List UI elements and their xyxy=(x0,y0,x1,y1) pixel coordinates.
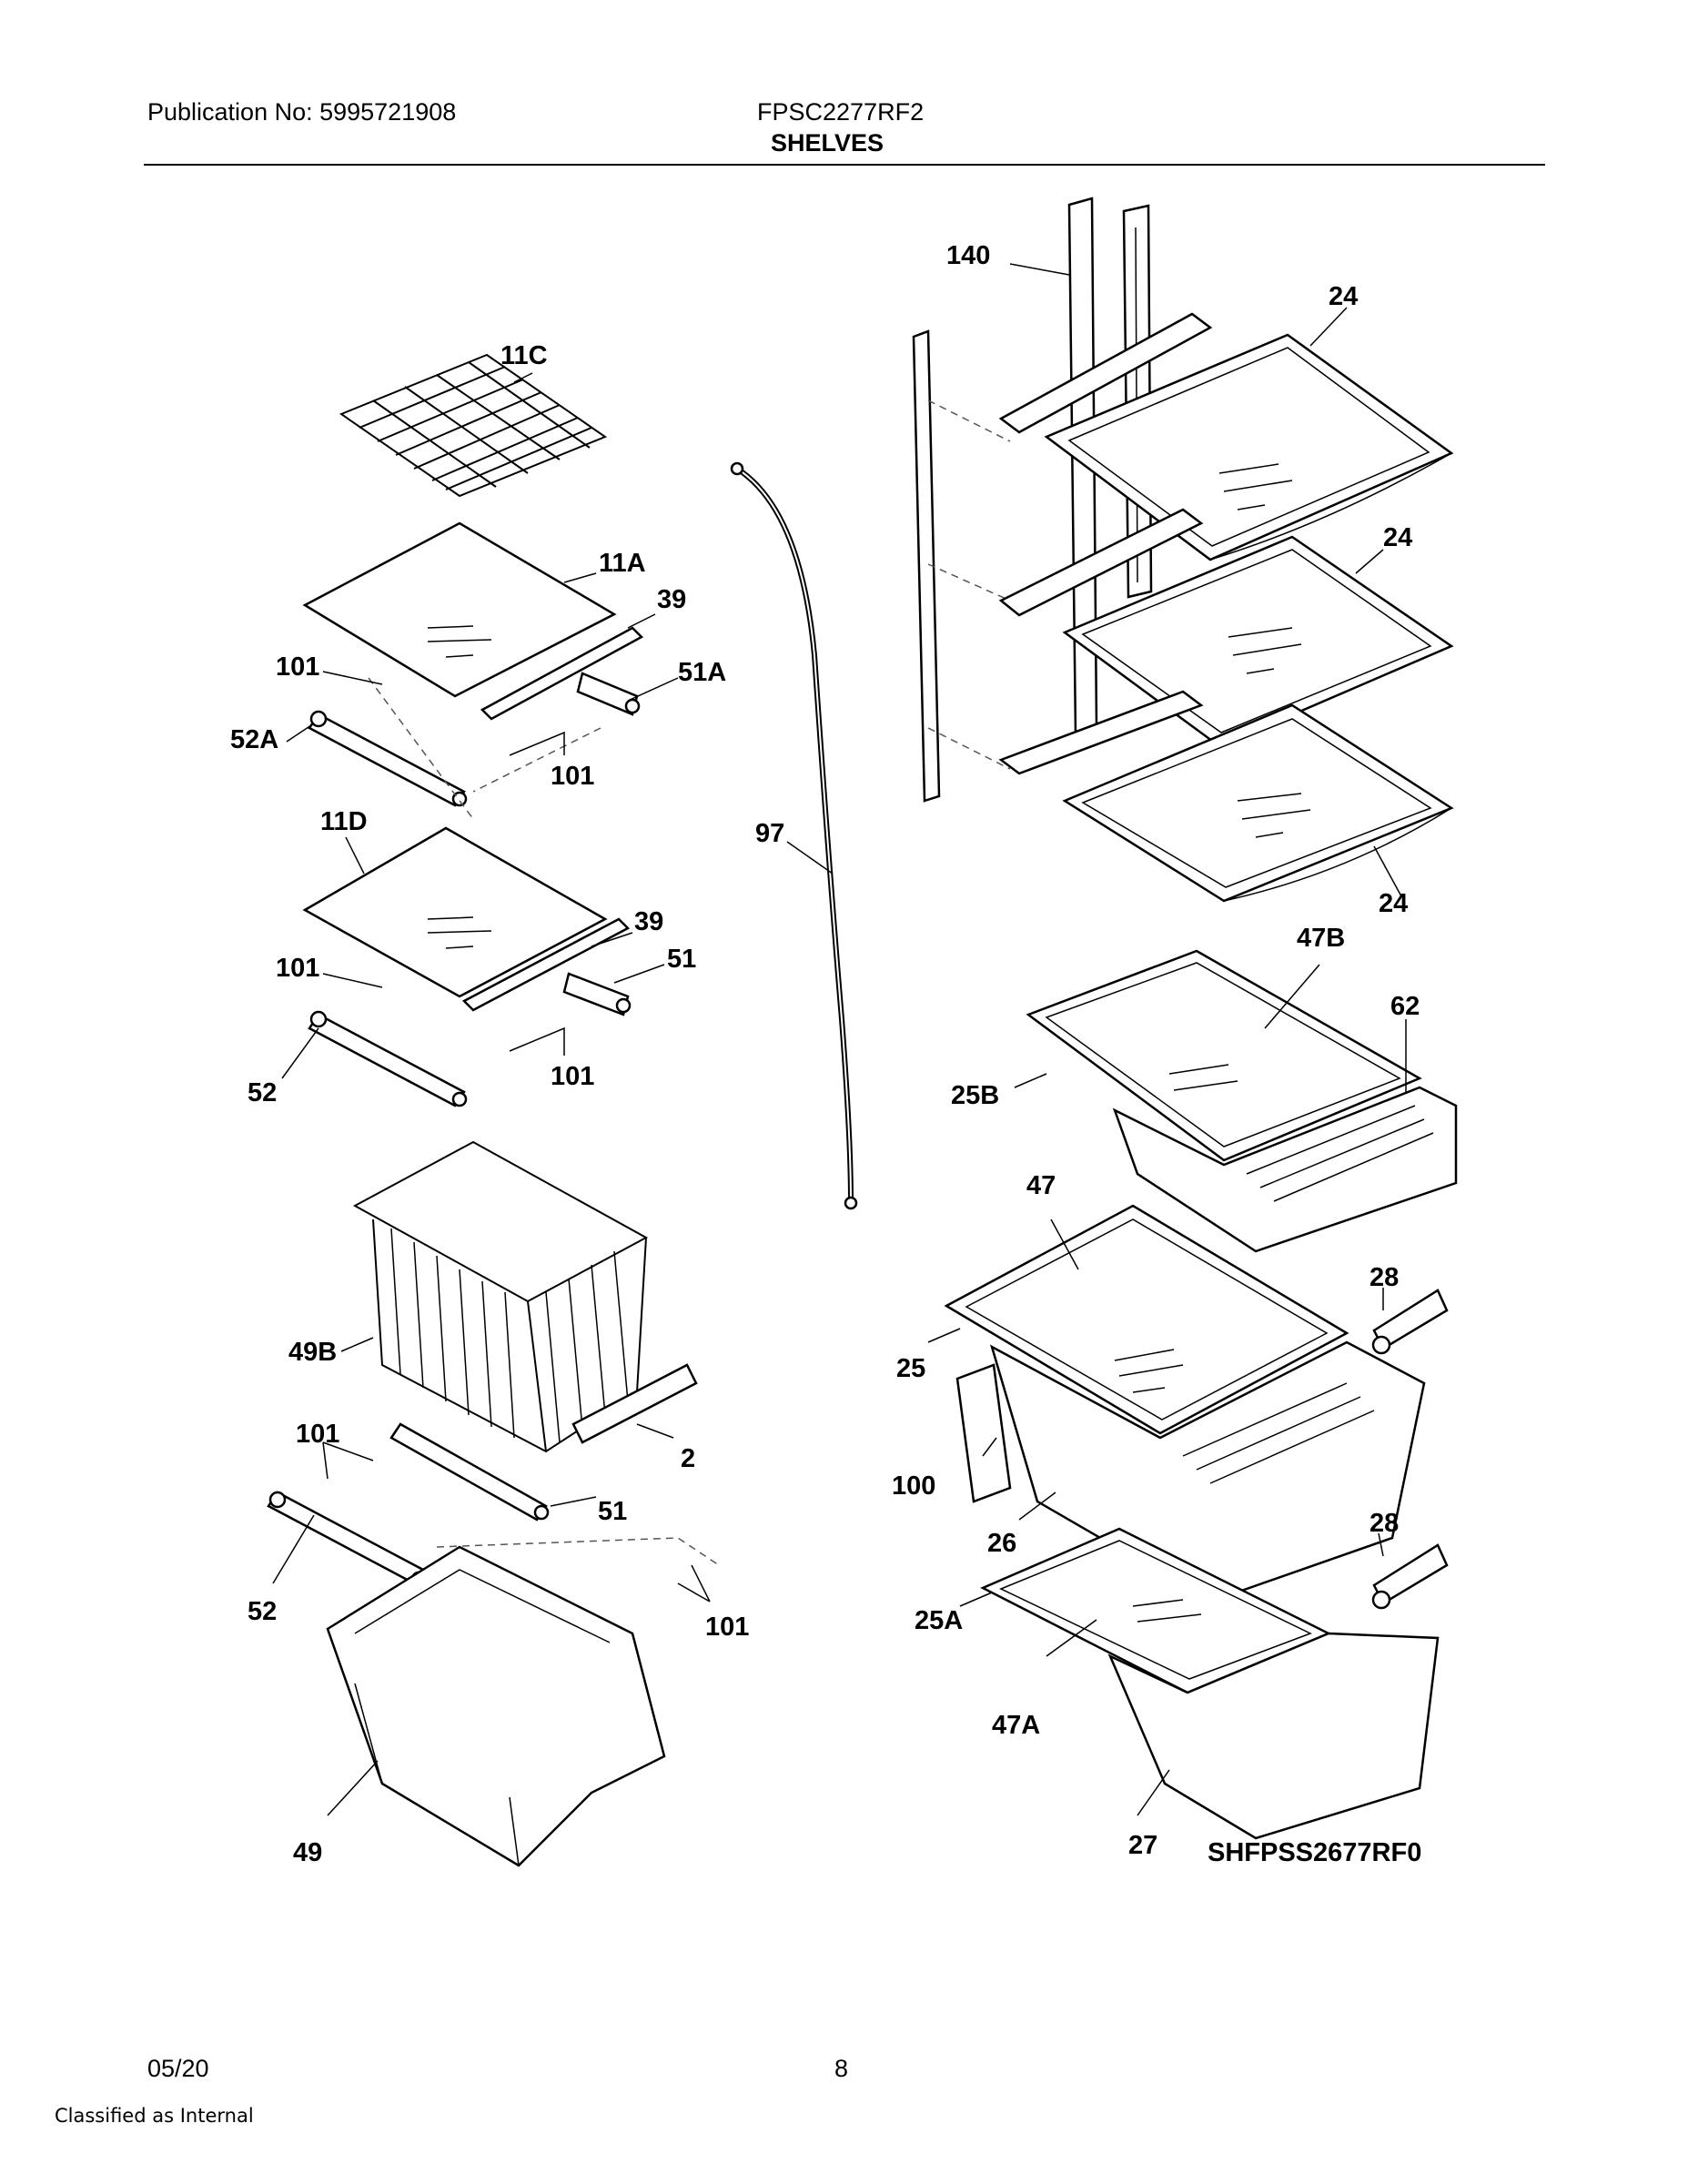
callout-24-b: 24 xyxy=(1383,523,1412,552)
callout-97: 97 xyxy=(755,819,784,848)
callout-101-d: 101 xyxy=(551,1062,594,1091)
callout-26: 26 xyxy=(987,1529,1016,1558)
callout-52-a: 52 xyxy=(248,1078,277,1107)
callout-101-e: 101 xyxy=(296,1420,339,1449)
callout-101-c: 101 xyxy=(276,954,319,983)
bracket-52-bottom xyxy=(267,1491,427,1587)
trim-39-top xyxy=(480,626,644,721)
callout-25: 25 xyxy=(896,1354,925,1383)
hinge-28-top xyxy=(1371,1289,1449,1355)
glass-shelf-11A xyxy=(302,521,617,698)
callout-100: 100 xyxy=(892,1471,935,1501)
callout-51-a: 51 xyxy=(667,945,696,974)
callout-2: 2 xyxy=(681,1444,695,1473)
shelf-24-bottom xyxy=(998,690,1454,903)
publication-number: Publication No: 5995721908 xyxy=(147,98,457,126)
callout-28-a: 28 xyxy=(1370,1263,1399,1292)
callout-47A: 47A xyxy=(992,1711,1040,1740)
cover-47 xyxy=(944,1204,1349,1435)
trim-39-bottom xyxy=(461,917,631,1012)
hinge-28-bottom xyxy=(1371,1543,1449,1610)
bracket-52-top xyxy=(308,1010,468,1107)
callout-25B: 25B xyxy=(951,1081,999,1110)
bracket-51-top xyxy=(562,972,632,1016)
callout-11A: 11A xyxy=(599,549,646,578)
shelf-24-top xyxy=(998,312,1454,561)
bracket-51A xyxy=(576,672,641,716)
section-title: SHELVES xyxy=(771,129,884,157)
model-number: FPSC2277RF2 xyxy=(757,98,925,126)
bracket-52A xyxy=(308,710,468,807)
tube-97 xyxy=(730,461,858,1210)
callout-24-c: 24 xyxy=(1379,889,1408,918)
callout-labels: 140 24 24 24 11C 11A 39 101 51A 52A 101 … xyxy=(230,241,1421,1867)
callout-140: 140 xyxy=(946,241,990,270)
wire-shelf-11C xyxy=(339,353,608,498)
callout-101-b: 101 xyxy=(551,762,594,791)
classification-label: Classified as Internal xyxy=(55,2105,254,2127)
callout-27: 27 xyxy=(1128,1831,1157,1860)
bracket-51-bottom xyxy=(389,1422,550,1522)
callout-28-b: 28 xyxy=(1370,1509,1399,1538)
crisper-27 xyxy=(1107,1632,1440,1840)
callout-101-f: 101 xyxy=(705,1613,749,1642)
callout-52A: 52A xyxy=(230,725,278,754)
callout-51-b: 51 xyxy=(598,1497,627,1526)
footer-date: 05/20 xyxy=(147,2055,209,2082)
side-rail xyxy=(912,329,941,803)
callout-49B: 49B xyxy=(288,1338,337,1367)
diagram-code: SHFPSS2677RF0 xyxy=(1208,1838,1421,1867)
bin-49 xyxy=(326,1545,666,1867)
callout-47B: 47B xyxy=(1297,924,1345,953)
callout-62: 62 xyxy=(1390,992,1420,1021)
callout-51A: 51A xyxy=(678,658,726,687)
leader-lines xyxy=(272,263,1407,1816)
callout-49: 49 xyxy=(293,1838,322,1867)
callout-101-a: 101 xyxy=(276,652,319,682)
callout-39-b: 39 xyxy=(634,907,663,936)
bracket-100 xyxy=(955,1363,1012,1503)
callout-11D: 11D xyxy=(320,807,368,836)
callout-11C: 11C xyxy=(500,341,548,370)
trim-2 xyxy=(571,1363,698,1444)
cover-47B xyxy=(1026,949,1422,1162)
callout-39-a: 39 xyxy=(657,585,686,614)
callout-25A: 25A xyxy=(915,1606,963,1635)
basket-49B xyxy=(352,1140,649,1453)
header-divider xyxy=(144,164,1545,166)
crisper-62 xyxy=(1112,1086,1458,1253)
page-number: 8 xyxy=(834,2055,849,2082)
callout-24-a: 24 xyxy=(1329,282,1358,311)
glass-shelf-11D xyxy=(302,826,608,998)
callout-47: 47 xyxy=(1026,1171,1056,1200)
callout-52-b: 52 xyxy=(248,1597,277,1626)
